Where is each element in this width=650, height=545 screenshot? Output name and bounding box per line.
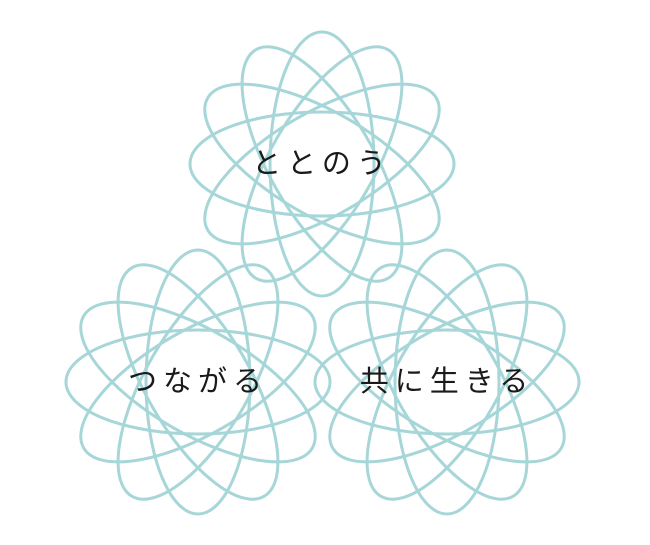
flower-top-petal [188,110,456,218]
flower-left-petals [64,248,332,516]
flower-right-petals [313,248,581,516]
flower-right-petal [365,263,529,501]
flower-top-petal [240,45,404,283]
flower-left-label: つながる [128,364,268,398]
flower-top-petal [240,45,404,283]
flower-top-petal [268,30,376,298]
flower-right-petal [313,328,581,436]
flower-top-petals [188,30,456,298]
flower-right-petal [328,300,566,464]
flower-left-petal [116,263,280,501]
flower-right-petal [393,248,501,516]
flower-top: ととのう [188,30,456,298]
flower-left-petal [79,300,317,464]
flower-right-petal [365,263,529,501]
flower-right: 共に生きる [313,248,581,516]
flower-right-petal [328,300,566,464]
flower-top-label: ととのう [252,146,392,180]
flower-left-petal [64,328,332,436]
flower-left-petal [144,248,252,516]
flower-left-petal [116,263,280,501]
flower-left: つながる [64,248,332,516]
flower-top-petal [203,82,441,246]
flower-right-label: 共に生きる [360,364,534,398]
flower-left-petal [79,300,317,464]
flower-top-petal [203,82,441,246]
